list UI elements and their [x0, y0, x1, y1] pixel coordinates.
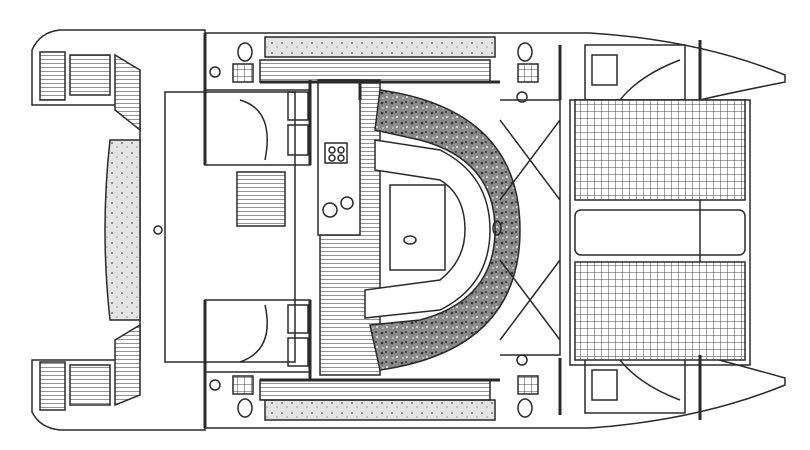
starboard-hull-deck — [264, 399, 496, 421]
head-starboard-aft — [209, 375, 254, 418]
hull-outline — [31, 29, 786, 431]
beam-crossbar — [574, 209, 746, 256]
hatch-grate — [236, 171, 286, 227]
stern-steps-port — [39, 51, 141, 132]
cockpit-bench — [104, 139, 141, 321]
head-port-fwd — [516, 42, 539, 103]
settee-inner — [364, 139, 491, 319]
bulkheads — [203, 33, 702, 428]
saloon-table — [389, 184, 446, 271]
cockpit — [164, 91, 296, 363]
trampoline-net-starboard — [574, 261, 746, 361]
stern-steps-starboard — [39, 323, 141, 411]
trampoline — [569, 99, 751, 366]
foredeck-lines — [499, 99, 561, 356]
head-port-aft — [209, 42, 254, 83]
port-hull-deck — [264, 36, 496, 58]
galley — [317, 79, 361, 236]
trampoline-net-port — [574, 99, 746, 201]
cockpit-table-post — [153, 225, 163, 235]
settee-outer — [369, 89, 521, 371]
